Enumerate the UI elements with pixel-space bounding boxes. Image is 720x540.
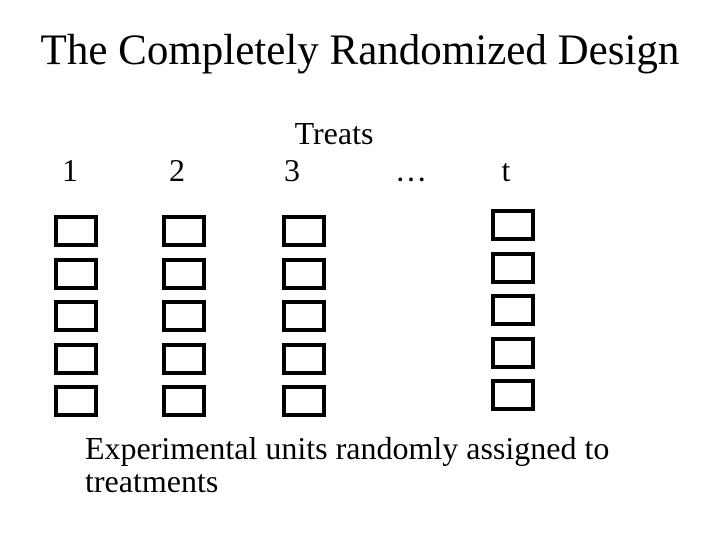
experimental-unit-box [54, 342, 98, 375]
treats-label: Treats [294, 115, 374, 151]
experimental-unit-box [162, 385, 206, 417]
experimental-unit-box [162, 300, 206, 332]
column-header-ellipsis: … [395, 152, 427, 188]
experimental-unit-box [162, 257, 206, 290]
experimental-unit-box [54, 257, 98, 290]
column-header-t: t [501, 152, 511, 188]
column-header-1: 1 [62, 152, 78, 188]
experimental-unit-box [491, 336, 535, 369]
experimental-unit-box [282, 300, 326, 332]
caption: Experimental units randomly assigned to … [85, 432, 609, 498]
treatment-column-2 [162, 215, 206, 417]
column-header-2: 2 [169, 152, 185, 188]
experimental-unit-box [282, 215, 326, 247]
experimental-unit-box [162, 215, 206, 247]
experimental-unit-box [54, 300, 98, 332]
caption-line-2: treatments [85, 463, 219, 499]
experimental-unit-box [491, 251, 535, 284]
experimental-unit-box [162, 342, 206, 375]
experimental-unit-box [491, 209, 535, 241]
treatment-column-3 [282, 215, 326, 417]
column-header-3: 3 [284, 152, 300, 188]
experimental-unit-box [54, 385, 98, 417]
experimental-unit-box [491, 294, 535, 326]
caption-line-1: Experimental units randomly assigned to [85, 430, 610, 466]
treatment-column-1 [54, 215, 98, 417]
experimental-unit-box [54, 215, 98, 247]
treatment-column-t [491, 209, 535, 411]
experimental-unit-box [282, 385, 326, 417]
experimental-unit-box [491, 379, 535, 411]
experimental-unit-box [282, 342, 326, 375]
slide-title: The Completely Randomized Design [40, 27, 680, 74]
experimental-unit-box [282, 257, 326, 290]
